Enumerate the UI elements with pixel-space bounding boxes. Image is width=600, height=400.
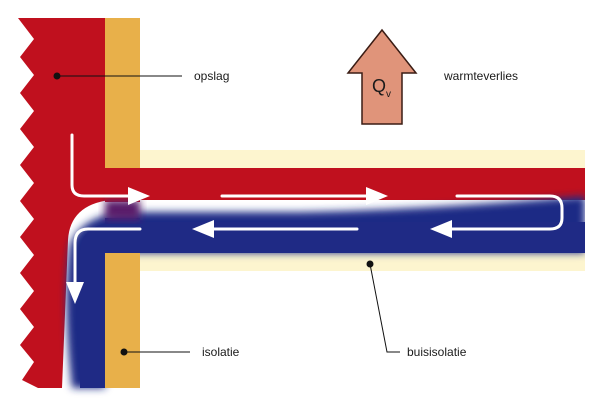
label-pipe-insulation: buisisolatie bbox=[407, 345, 467, 359]
flow-arrows bbox=[70, 133, 564, 287]
heat-loss-arrow-icon bbox=[346, 28, 418, 125]
pipe-through-wall-cold bbox=[105, 218, 140, 253]
leader-lines bbox=[57, 75, 400, 353]
flow-arrow-left-down bbox=[73, 227, 142, 287]
label-insulation: isolatie bbox=[202, 345, 240, 359]
label-heat-loss: warmteverlies bbox=[443, 69, 518, 83]
heat-loss-symbol: Qv bbox=[372, 76, 391, 100]
pipe-insulation-top bbox=[140, 150, 585, 168]
flow-arrowheads bbox=[66, 187, 452, 304]
pipe-through-wall-mix bbox=[105, 200, 140, 220]
dot-insulation bbox=[120, 348, 128, 356]
cold-pipe-core bbox=[80, 205, 585, 388]
dot-pipe-insulation bbox=[366, 260, 374, 268]
arrowhead-down bbox=[66, 282, 84, 304]
arrowhead-left-a bbox=[430, 220, 452, 238]
flow-arrow-down-right bbox=[70, 133, 132, 198]
pipe-right-end bbox=[585, 160, 600, 270]
pipe-insulation-bottom bbox=[140, 253, 585, 271]
label-storage: opslag bbox=[194, 69, 229, 83]
flow-arrow-turn bbox=[448, 194, 564, 231]
arrowhead-right-b bbox=[366, 187, 388, 205]
wall-insulation-bottom bbox=[105, 253, 140, 388]
storage-tank-hot bbox=[18, 18, 585, 388]
arrowhead-right-a bbox=[128, 187, 150, 205]
wall-insulation-top bbox=[105, 18, 140, 168]
dot-storage bbox=[53, 72, 61, 80]
arrowhead-left-b bbox=[192, 220, 214, 238]
leader-pipe-insulation bbox=[369, 263, 400, 353]
